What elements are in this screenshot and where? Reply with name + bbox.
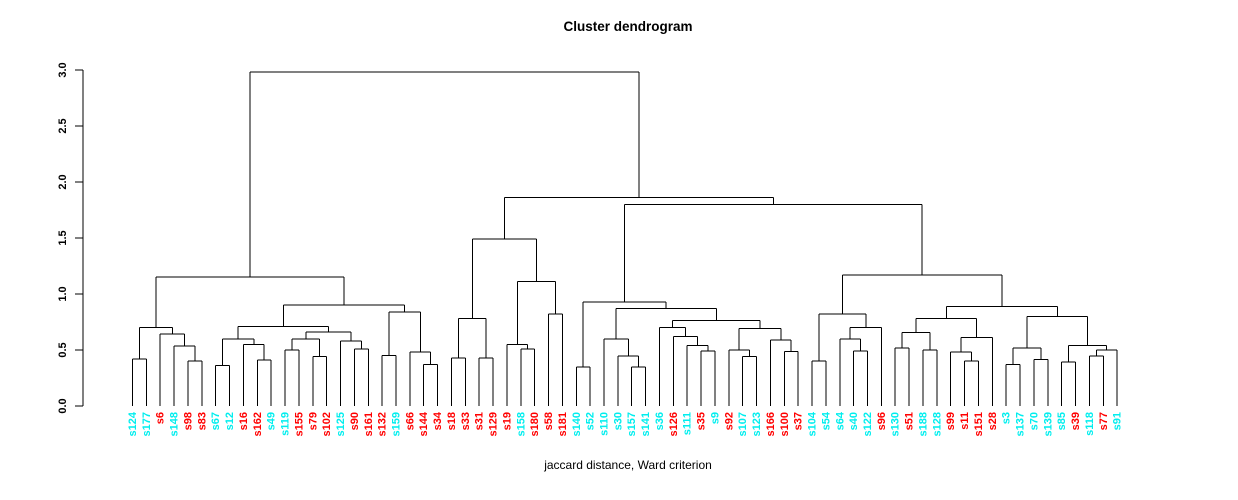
dendrogram-tree — [132, 71, 1118, 406]
leaf-label: s28 — [987, 412, 999, 430]
leaf-label: s90 — [349, 412, 361, 430]
leaf-label: s110 — [599, 412, 611, 436]
leaf-label: s126 — [668, 412, 680, 436]
leaf-label: s70 — [1028, 412, 1040, 430]
y-axis: 0.0 0.5 1.0 1.5 2.0 2.5 3.0 — [57, 62, 84, 414]
leaf-label: s52 — [585, 412, 597, 430]
leaf-label: s18 — [446, 412, 458, 430]
leaf-label: s11 — [959, 412, 971, 430]
leaf-label: s34 — [432, 411, 444, 430]
leaf-label: s3 — [1001, 412, 1013, 424]
leaf-label: s92 — [723, 412, 735, 430]
y-tick-label: 3.0 — [57, 62, 69, 77]
leaf-label: s166 — [765, 412, 777, 436]
leaf-label: s123 — [751, 412, 763, 436]
leaf-label: s96 — [876, 412, 888, 430]
leaf-label: s159 — [390, 412, 402, 436]
leaf-label: s36 — [654, 412, 666, 430]
leaf-label: s49 — [266, 412, 278, 430]
leaf-label: s107 — [737, 412, 749, 436]
leaf-label: s137 — [1015, 412, 1027, 436]
leaf-label: s180 — [529, 412, 541, 436]
leaf-label: s104 — [807, 411, 819, 436]
leaf-label: s140 — [571, 412, 583, 436]
leaf-label: s151 — [973, 412, 985, 436]
leaf-label: s148 — [169, 412, 181, 436]
y-tick-label: 0.0 — [57, 398, 69, 413]
leaf-label: s118 — [1084, 412, 1096, 436]
leaf-label: s54 — [820, 411, 832, 430]
leaf-label: s83 — [196, 412, 208, 430]
leaf-label: s66 — [404, 412, 416, 430]
leaf-label: s30 — [612, 412, 624, 430]
leaf-label: s162 — [252, 412, 264, 436]
leaf-label: s67 — [210, 412, 222, 430]
leaf-label: s177 — [141, 412, 153, 436]
leaf-label: s124 — [127, 411, 139, 436]
leaf-label: s181 — [557, 412, 569, 436]
y-tick-label: 2.0 — [57, 174, 69, 189]
leaf-label: s144 — [418, 411, 430, 436]
leaf-label: s188 — [917, 412, 929, 436]
leaf-label: s12 — [224, 412, 236, 430]
leaf-label: s141 — [640, 412, 652, 436]
y-tick-label: 1.5 — [57, 230, 69, 245]
leaf-label: s19 — [501, 412, 513, 430]
leaf-label: s37 — [793, 412, 805, 430]
y-tick-label: 1.0 — [57, 286, 69, 301]
leaf-label: s100 — [779, 412, 791, 436]
leaf-label: s39 — [1070, 412, 1082, 430]
leaf-label: s125 — [335, 412, 347, 436]
leaf-label: s129 — [488, 412, 500, 436]
leaf-label: s16 — [238, 412, 250, 430]
leaf-label: s91 — [1112, 412, 1124, 430]
leaf-label: s33 — [460, 412, 472, 430]
leaf-label: s64 — [834, 411, 846, 430]
leaf-label: s31 — [474, 412, 486, 430]
leaf-label: s102 — [321, 412, 333, 436]
leaf-label: s6 — [155, 412, 167, 424]
chart-title: Cluster dendrogram — [563, 19, 692, 34]
leaf-label: s122 — [862, 412, 874, 436]
leaf-label: s139 — [1042, 412, 1054, 436]
leaf-label: s158 — [515, 412, 527, 436]
leaf-label: s35 — [696, 412, 708, 430]
y-tick-label: 2.5 — [57, 118, 69, 133]
leaf-label: s155 — [293, 412, 305, 436]
leaf-label: s98 — [182, 412, 194, 430]
leaf-label: s77 — [1098, 412, 1110, 430]
leaf-label: s79 — [307, 412, 319, 430]
leaf-label: s9 — [709, 412, 721, 424]
leaf-label: s157 — [626, 412, 638, 436]
leaf-label: s58 — [543, 412, 555, 430]
leaf-label: s132 — [377, 412, 389, 436]
leaf-label: s85 — [1056, 412, 1068, 430]
leaf-label: s51 — [904, 412, 916, 430]
x-axis-label: jaccard distance, Ward criterion — [543, 458, 712, 472]
leaf-label: s130 — [890, 412, 902, 436]
y-tick-label: 0.5 — [57, 342, 69, 357]
leaf-label: s111 — [682, 412, 694, 435]
leaf-label: s40 — [848, 412, 860, 430]
leaf-label: s128 — [931, 412, 943, 436]
leaf-label: s161 — [363, 412, 375, 436]
leaf-label: s119 — [280, 412, 292, 436]
leaf-label: s99 — [945, 412, 957, 430]
